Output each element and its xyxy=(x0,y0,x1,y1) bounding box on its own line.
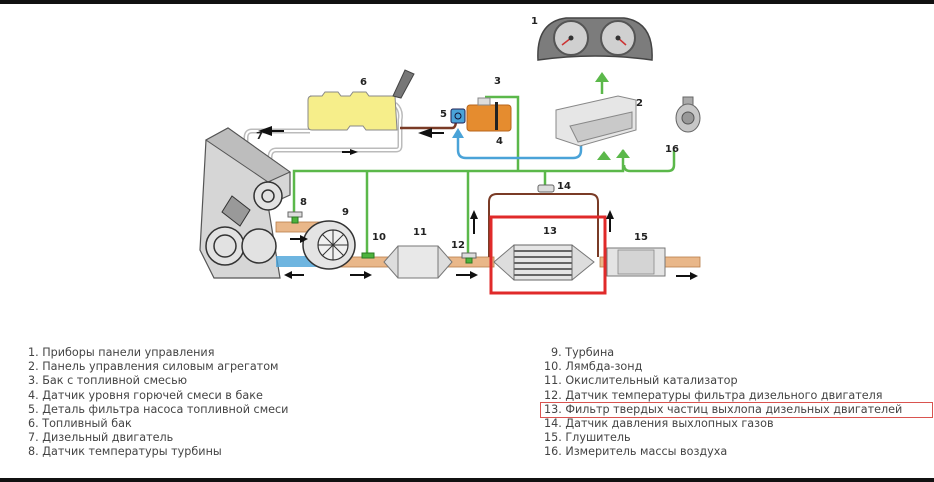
sensor-10 xyxy=(361,252,375,259)
muffler xyxy=(606,247,666,277)
fuel-tank xyxy=(307,91,398,131)
legend-item: 14. Датчик давления выхлопных газов xyxy=(544,417,774,431)
legend-item: 10. Лямбда-зонд xyxy=(544,360,643,374)
arrow-left-icon xyxy=(284,271,292,279)
label-3: 3 xyxy=(494,76,501,87)
label-7: 7 xyxy=(256,131,263,142)
signal-line-tank3 xyxy=(485,95,520,171)
legend-item: 12. Датчик температуры фильтра дизельног… xyxy=(544,388,883,402)
arrow-right-icon xyxy=(690,272,698,280)
label-6: 6 xyxy=(360,77,367,88)
signal-line-maf16 xyxy=(622,150,676,173)
legend-item: 16. Измеритель массы воздуха xyxy=(544,445,728,459)
sensors xyxy=(287,211,477,264)
arrow-up-icon xyxy=(452,128,464,138)
legend-item: 7. Дизельный двигатель xyxy=(28,431,174,445)
label-8: 8 xyxy=(300,197,307,208)
arrow-up-icon xyxy=(597,151,611,160)
legend-left: 1. Приборы панели управления 2. Панель у… xyxy=(28,346,288,460)
legend-item: 1. Приборы панели управления xyxy=(28,346,215,359)
label-10: 10 xyxy=(372,232,386,243)
legend-item: 2. Панель управления силовым агрегатом xyxy=(28,360,279,374)
engine-control-unit xyxy=(555,95,637,147)
instrument-cluster xyxy=(537,17,653,61)
label-15: 15 xyxy=(634,232,648,243)
arrow-left-icon xyxy=(258,126,272,136)
arrow-right-icon xyxy=(470,271,478,279)
pressure-sensor xyxy=(537,184,555,193)
arrow-up-icon xyxy=(470,210,478,219)
signal-wiring xyxy=(292,78,676,256)
level-sensor xyxy=(495,102,498,130)
return-line xyxy=(456,135,583,160)
sensor-8 xyxy=(287,211,303,218)
label-14: 14 xyxy=(557,181,571,192)
top-border xyxy=(0,0,934,4)
pressure-sensor-line xyxy=(488,193,599,257)
legend-item: 4. Датчик уровня горючей смеси в баке xyxy=(28,388,263,402)
arrow-right-icon xyxy=(364,271,372,279)
intake-pipe xyxy=(276,256,331,267)
sensor-12 xyxy=(461,252,477,259)
filler-neck xyxy=(392,69,415,99)
legend-item: 8. Датчик температуры турбины xyxy=(28,445,222,459)
bottom-border xyxy=(0,478,934,482)
legend-item: 3. Бак с топливной смесью xyxy=(28,374,188,388)
legend-right: 9. Турбина 10. Лямбда-зонд 11. Окислител… xyxy=(540,346,933,460)
legend-item: 9. Турбина xyxy=(551,346,615,359)
mass-airflow-sensor xyxy=(675,96,701,133)
oxidation-catalyst xyxy=(383,245,453,279)
legend-item: 5. Деталь фильтра насоса топливной смеси xyxy=(28,402,289,416)
label-5: 5 xyxy=(440,109,447,120)
label-2: 2 xyxy=(636,98,643,109)
arrow-up-icon xyxy=(606,210,614,219)
green-arrows xyxy=(595,72,630,160)
label-16: 16 xyxy=(665,144,679,155)
signal-line-sensor8 xyxy=(292,150,625,212)
dpf-highlight-box xyxy=(489,215,607,295)
arrow-right-icon xyxy=(300,235,308,243)
legend-item: 11. Окислительный катализатор xyxy=(544,374,738,388)
label-12: 12 xyxy=(451,240,465,251)
fuel-lines xyxy=(243,102,458,170)
legend-item-highlighted: 13. Фильтр твердых частиц выхлопа дизель… xyxy=(540,401,933,419)
pump-filter xyxy=(450,108,466,124)
diesel-particulate-filter xyxy=(493,244,595,281)
label-11: 11 xyxy=(413,227,427,238)
dpf-system-diagram: 1 2 3 4 5 6 7 8 9 10 11 12 13 14 15 16 xyxy=(199,16,701,295)
component-labels: 1 2 3 4 5 6 7 8 9 10 11 12 13 14 15 16 xyxy=(256,16,679,251)
legend-item: 6. Топливный бак xyxy=(28,417,132,431)
arrow-up-icon xyxy=(595,72,609,82)
arrow-right-icon xyxy=(350,149,358,155)
arrow-up-icon xyxy=(616,149,630,158)
label-9: 9 xyxy=(342,207,349,218)
label-1: 1 xyxy=(531,16,538,27)
legend-item: 15. Глушитель xyxy=(544,431,631,445)
turbine xyxy=(302,220,356,270)
label-13: 13 xyxy=(543,226,557,237)
arrow-left-icon xyxy=(418,128,432,138)
diesel-engine xyxy=(199,127,291,279)
pump-tank xyxy=(466,104,512,132)
label-4: 4 xyxy=(496,136,503,147)
flow-arrows xyxy=(284,210,698,280)
